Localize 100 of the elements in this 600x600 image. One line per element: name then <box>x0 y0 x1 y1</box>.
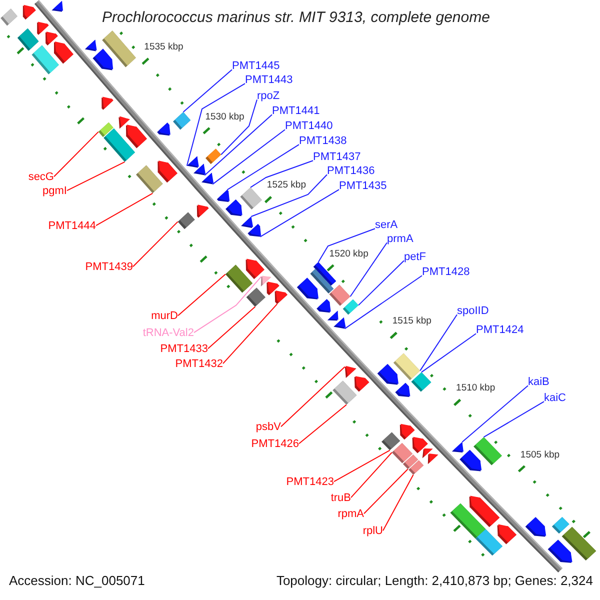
gene-block <box>332 380 357 405</box>
leader-line <box>132 221 178 268</box>
diagram-title: Prochlorococcus marinus str. MIT 9313, complete genome <box>102 9 490 27</box>
leader-line <box>250 160 314 188</box>
gene-feature <box>126 124 147 148</box>
gene-label: PMT1428 <box>422 266 470 279</box>
gene-label: tRNA-Val2 <box>142 326 194 340</box>
leader-line <box>212 129 286 185</box>
gene-label: petF <box>404 250 426 264</box>
leader-line <box>66 161 126 192</box>
gene-label: murD <box>151 310 178 323</box>
gene-feature <box>548 540 572 563</box>
gene-block <box>102 30 136 68</box>
gene-feature <box>274 290 288 304</box>
gene-label: serA <box>375 218 398 232</box>
leader-line <box>483 401 544 438</box>
scale-label: 1535 kbp <box>144 42 184 53</box>
gene-feature <box>497 524 516 544</box>
leader-line <box>298 404 347 444</box>
gene-block <box>329 284 350 306</box>
gene-label: prmA <box>387 232 414 246</box>
gene-block <box>382 432 400 450</box>
gene-label: truB <box>330 492 351 505</box>
accession-text: Accession: NC_005071 <box>9 573 145 589</box>
gene-label: kaiB <box>528 376 550 389</box>
gene-feature <box>428 454 438 464</box>
leader-line <box>220 99 258 156</box>
gene-feature <box>460 450 482 472</box>
gene-label: PMT1432 <box>175 358 223 371</box>
gene-block <box>173 112 191 130</box>
gene-label: PMT1440 <box>285 120 333 133</box>
gene-block <box>246 288 266 307</box>
gene-feature <box>54 42 74 64</box>
gene-label: PMT1435 <box>339 180 387 193</box>
gene-block <box>240 187 262 210</box>
gene-feature <box>37 22 49 35</box>
leader-line <box>54 131 99 178</box>
gene-label: PMT1437 <box>313 150 361 164</box>
leader-line <box>382 474 414 532</box>
gene-feature <box>246 258 264 280</box>
gene-feature <box>469 496 500 528</box>
gene-block <box>0 8 18 26</box>
gene-label: PMT1436 <box>327 164 375 178</box>
gene-block <box>178 212 195 230</box>
gene-feature <box>412 436 428 454</box>
gene-block <box>393 353 420 380</box>
gene-label: PMT1443 <box>245 74 293 87</box>
gene-feature <box>296 278 318 300</box>
gene-label: PMT1444 <box>48 220 96 233</box>
gene-block <box>562 526 596 560</box>
gene-feature <box>226 200 242 216</box>
gene-label: rpmA <box>338 508 364 521</box>
gene-feature <box>327 310 338 321</box>
scale-label: 1515 kbp <box>392 316 432 327</box>
gene-feature <box>194 164 206 176</box>
gene-feature <box>216 190 230 202</box>
gene-label: kaiC <box>544 392 566 405</box>
scale-label: 1505 kbp <box>520 449 560 460</box>
gene-feature <box>377 364 398 385</box>
gene-feature <box>202 172 214 184</box>
gene-feature <box>452 442 464 452</box>
gene-feature <box>102 96 114 110</box>
gene-label: PMT1424 <box>476 324 524 337</box>
gene-feature <box>241 216 254 228</box>
gene-block <box>17 28 39 51</box>
gene-block <box>552 517 570 534</box>
gene-feature <box>157 122 170 136</box>
leader-line <box>222 304 278 364</box>
gene-label: rpoZ <box>257 90 280 103</box>
gene-feature <box>84 40 97 52</box>
leader-line <box>178 274 226 316</box>
leader-line <box>420 314 458 372</box>
gene-feature <box>395 382 410 397</box>
genome-info-text: Topology: circular; Length: 2,410,873 bp; Genes: 2,324 <box>276 573 593 589</box>
gene-feature <box>525 517 546 537</box>
gene-feature <box>52 0 63 12</box>
gene-label: PMT1441 <box>272 104 320 118</box>
gene-feature <box>344 366 356 378</box>
leader-line <box>208 306 256 350</box>
gene-feature <box>316 299 331 313</box>
leader-line <box>350 242 388 297</box>
gene-label: PMT1445 <box>232 60 280 73</box>
gene-block <box>408 460 424 475</box>
leader-line <box>280 366 346 428</box>
gene-label: PMT1426 <box>251 438 299 451</box>
gene-label: PMT1423 <box>286 476 334 489</box>
gene-block <box>206 148 222 164</box>
scale-label: 1510 kbp <box>456 382 496 394</box>
leader-line <box>204 114 272 176</box>
gene-label: rplU <box>362 524 383 538</box>
gene-block <box>310 268 334 294</box>
gene-block <box>342 299 358 315</box>
leader-line <box>334 450 390 482</box>
leader-line <box>462 385 528 442</box>
gene-feature <box>92 48 114 70</box>
leader-line <box>358 260 404 306</box>
gene-feature <box>400 424 415 440</box>
gene-feature <box>196 204 209 218</box>
gene-feature <box>22 4 36 20</box>
gene-label: PMT1433 <box>160 342 208 356</box>
